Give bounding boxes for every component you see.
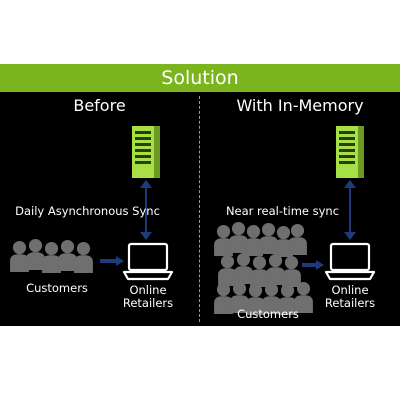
retailers-label-after-line2: Retailers <box>324 296 376 310</box>
laptop-icon-after <box>324 242 376 282</box>
laptop-icon <box>122 242 174 282</box>
after-heading: With In-Memory <box>236 96 364 115</box>
server-icon <box>130 124 162 180</box>
customers-label-before: Customers <box>26 281 88 295</box>
retailers-label-before-line1: Online <box>129 283 167 297</box>
slide: Solution Before Daily Asynchronous Sync … <box>0 64 400 326</box>
retailers-label-after-line1: Online <box>331 283 369 297</box>
arrow-down-icon-after <box>344 232 356 240</box>
customers-label-after: Customers <box>237 307 299 321</box>
sync-line-before <box>145 184 147 232</box>
sync-line-after <box>349 184 351 232</box>
arrow-right-icon <box>100 256 124 266</box>
arrow-up-icon-after <box>344 180 356 188</box>
panel-divider <box>199 96 200 322</box>
server-icon-after <box>334 124 366 180</box>
retailers-label-before-line2: Retailers <box>122 296 174 310</box>
arrow-down-icon <box>140 232 152 240</box>
arrow-right-icon-after <box>302 260 324 270</box>
slide-title: Solution <box>0 64 400 92</box>
sync-label-after: Near real-time sync <box>225 204 340 218</box>
before-heading: Before <box>73 96 126 115</box>
arrow-up-icon <box>140 180 152 188</box>
sync-label-before: Daily Asynchronous Sync <box>15 204 160 218</box>
